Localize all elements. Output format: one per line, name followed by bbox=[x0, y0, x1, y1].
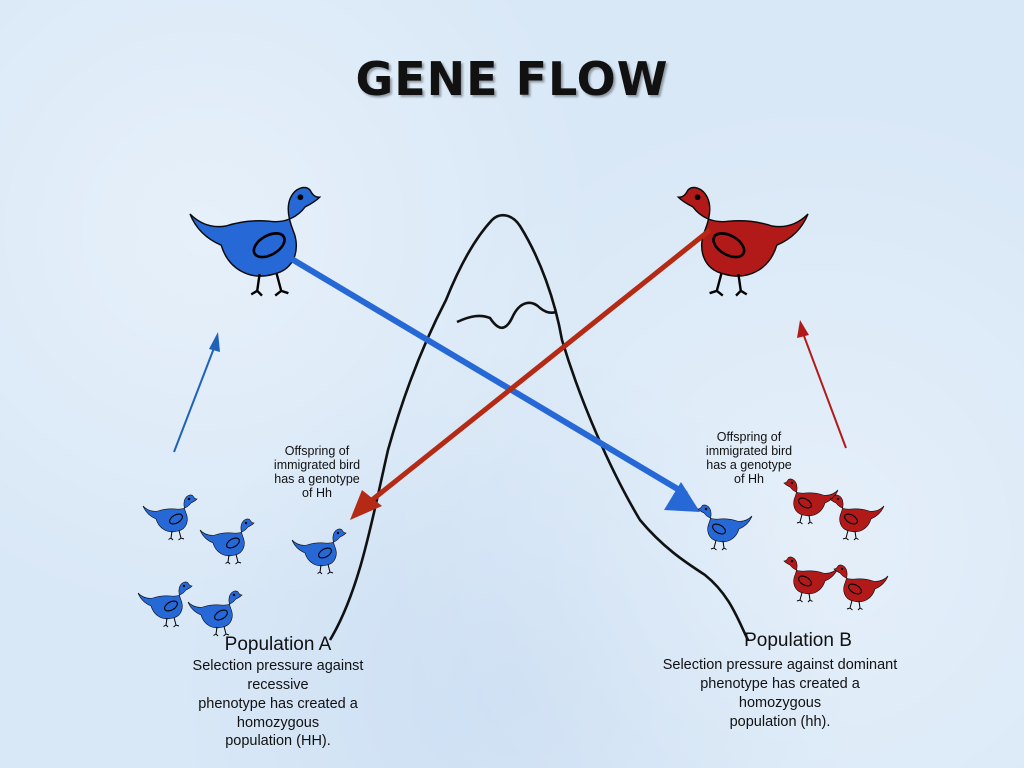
offspring-bird-a bbox=[291, 528, 347, 575]
population-b-bird bbox=[783, 556, 839, 603]
note-line: Offspring of bbox=[716, 430, 782, 444]
population-b-birds bbox=[697, 478, 889, 611]
blue-migration-arrow bbox=[288, 255, 700, 512]
population-b-description: Selection pressure against dominant phen… bbox=[662, 656, 898, 731]
population-b-bird bbox=[829, 494, 885, 541]
note-line: of Hh bbox=[734, 472, 764, 486]
note-line: Offspring of bbox=[284, 444, 350, 458]
description-line: Selection pressure against recessive bbox=[192, 658, 364, 693]
description-line: population (HH). bbox=[225, 733, 331, 750]
population-a-bird bbox=[142, 494, 198, 541]
blue-emigration-arrow bbox=[173, 332, 220, 453]
population-b-bird bbox=[833, 564, 889, 611]
description-line: population (hh). bbox=[729, 713, 831, 730]
page-title: GENE FLOW bbox=[355, 52, 669, 106]
population-a-label: Population A bbox=[224, 634, 332, 655]
red-migration-arrow bbox=[350, 228, 712, 520]
note-line: has a genotype bbox=[706, 458, 792, 472]
description-line: phenotype has created a homozygous bbox=[198, 695, 358, 731]
population-a-birds bbox=[137, 494, 347, 637]
offspring-note-a: Offspring of immigrated bird has a genot… bbox=[262, 444, 372, 500]
offspring-note-b: Offspring of immigrated bird has a genot… bbox=[694, 430, 804, 486]
mountain-snowline bbox=[456, 301, 557, 330]
offspring-bird-b bbox=[697, 504, 753, 551]
description-line: Selection pressure against dominant bbox=[662, 657, 898, 673]
immigrant-blue-bird bbox=[188, 186, 321, 297]
population-a-bird bbox=[137, 581, 193, 628]
description-line: phenotype has created a homozygous bbox=[700, 675, 860, 711]
red-emigration-arrow bbox=[797, 320, 847, 449]
note-line: immigrated bird bbox=[273, 458, 361, 472]
note-line: immigrated bird bbox=[705, 444, 793, 458]
population-a-description: Selection pressure against recessive phe… bbox=[160, 657, 396, 751]
population-b-label: Population B bbox=[744, 630, 852, 651]
note-line: of Hh bbox=[302, 486, 332, 500]
mountain-outline bbox=[328, 213, 750, 641]
population-a-bird bbox=[187, 590, 243, 637]
population-a-bird bbox=[199, 518, 255, 565]
note-line: has a genotype bbox=[274, 472, 360, 486]
